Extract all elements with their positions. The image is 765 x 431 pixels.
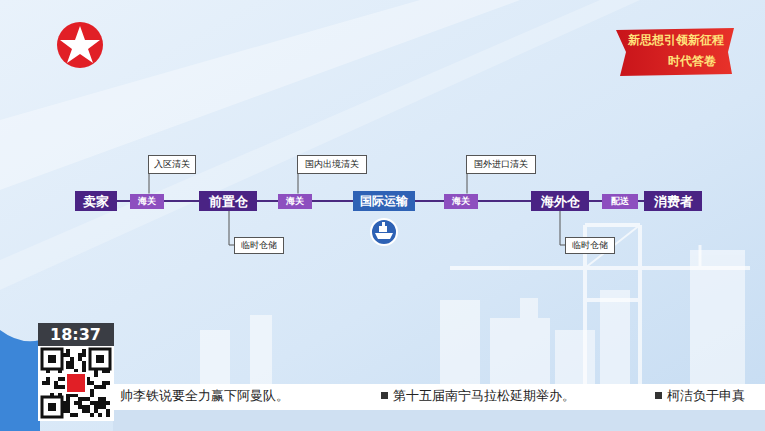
- ticker-text: 帅李铁说要全力赢下阿曼队。: [120, 389, 289, 403]
- checkpoint-box: 海关: [444, 194, 478, 209]
- program-subtitle: 时代答卷: [668, 55, 716, 68]
- ship-icon: [371, 219, 397, 245]
- flow-line: [257, 200, 278, 202]
- flow-line: [312, 200, 353, 202]
- node-text: 前置仓: [209, 195, 248, 208]
- ticker-base: [113, 410, 765, 431]
- clock-time: 18:37: [50, 326, 101, 344]
- flow-line: [415, 200, 444, 202]
- ticker-bullet: [381, 392, 388, 399]
- program-title: 新思想引领新征程: [628, 34, 724, 47]
- globe-swoosh: [0, 330, 40, 431]
- leader-line: [467, 174, 468, 194]
- light-stripe: [0, 0, 640, 290]
- ship-symbol: [375, 222, 393, 239]
- process-box: 消费者: [644, 191, 702, 211]
- node-text: 海外仓: [541, 195, 580, 208]
- node-text: 消费者: [654, 195, 693, 208]
- leader-line: [298, 174, 299, 194]
- node-text: 国际运输: [360, 195, 408, 207]
- clock-box: [38, 323, 114, 346]
- node-text: 海关: [452, 197, 470, 206]
- ticker-bar: [113, 384, 765, 410]
- callout-box: 临时仓储: [234, 237, 284, 254]
- checkpoint-box: 配送: [602, 194, 638, 209]
- callout-box: 国内出境清关: [297, 155, 367, 174]
- node-text: 海关: [138, 197, 156, 206]
- qr-code-cells: [42, 349, 110, 417]
- node-text: 海关: [286, 197, 304, 206]
- node-text: 临时仓储: [241, 241, 277, 250]
- node-text: 国外进口清关: [474, 160, 528, 169]
- node-text: 配送: [611, 197, 629, 206]
- flow-line: [478, 200, 531, 202]
- process-box: 海外仓: [531, 191, 589, 211]
- crane: [450, 225, 750, 384]
- node-text: 卖家: [83, 195, 109, 208]
- checkpoint-box: 海关: [130, 194, 164, 209]
- transport-box: 国际运输: [353, 191, 415, 211]
- ticker-text: 第十五届南宁马拉松延期举办。: [393, 389, 575, 403]
- node-text: 入区清关: [154, 160, 190, 169]
- channel-star: [60, 26, 100, 63]
- ticker-text: 柯洁负于申真: [667, 389, 745, 403]
- node-text: 国内出境清关: [305, 160, 359, 169]
- checkpoint-box: 海关: [278, 194, 312, 209]
- node-text: 临时仓储: [572, 241, 608, 250]
- flow-line: [164, 200, 199, 202]
- port-skyline: [200, 250, 745, 384]
- callout-box: 国外进口清关: [466, 155, 536, 174]
- program-banner: [616, 28, 734, 76]
- callout-box: 临时仓储: [565, 237, 615, 254]
- ticker-bullet: [655, 392, 662, 399]
- leader-line: [149, 174, 150, 194]
- flow-line: [117, 200, 130, 202]
- qr-code: [38, 346, 114, 421]
- process-box: 卖家: [75, 191, 117, 211]
- process-box: 前置仓: [199, 191, 257, 211]
- flow-line: [589, 200, 602, 202]
- channel-logo: [57, 22, 103, 68]
- callout-box: 入区清关: [148, 155, 196, 174]
